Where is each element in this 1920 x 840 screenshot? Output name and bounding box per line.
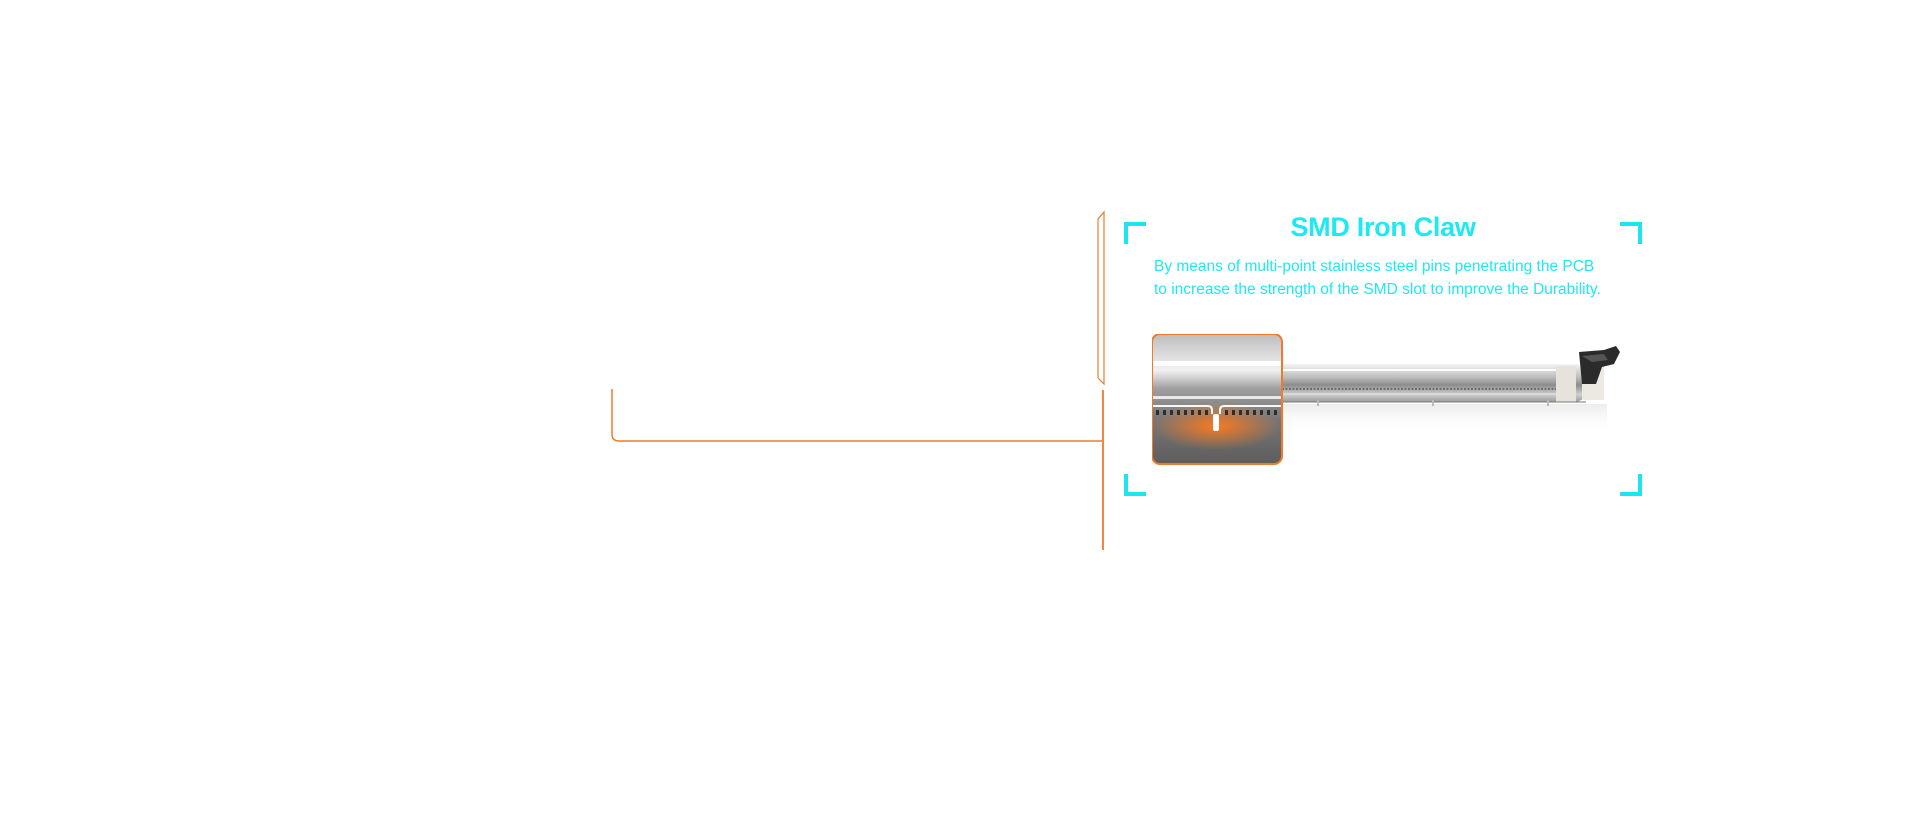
zoom-inset	[1152, 334, 1283, 465]
corner-bracket-top-right	[1620, 222, 1642, 244]
feature-description: By means of multi-point stainless steel …	[1154, 258, 1601, 298]
slot-reflection	[1277, 404, 1607, 434]
connector-bracket	[1097, 210, 1105, 386]
feature-title: SMD Iron Claw	[1290, 212, 1476, 242]
feature-card: SMD Iron Claw By means of multi-point st…	[1124, 212, 1642, 496]
pcie-slot	[1277, 362, 1604, 406]
corner-bracket-bottom-left	[1124, 474, 1146, 496]
steel-pin	[1213, 414, 1219, 431]
pcie-slot-image	[1152, 334, 1620, 465]
slot-latch	[1579, 346, 1620, 384]
corner-bracket-top-left	[1124, 222, 1146, 244]
connector-horizontal-line	[611, 389, 1102, 442]
corner-bracket-bottom-right	[1620, 474, 1642, 496]
